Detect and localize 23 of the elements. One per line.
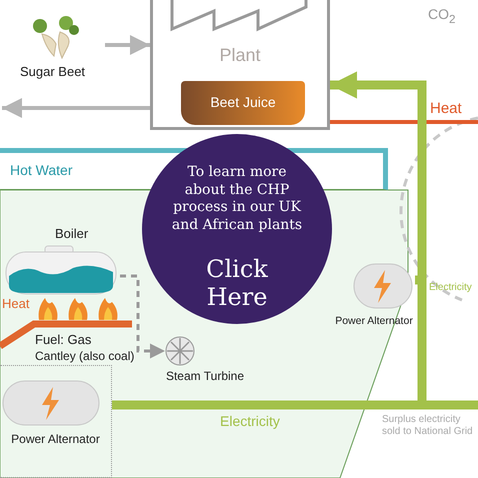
label-text: Fuel: Gas — [35, 332, 92, 348]
call-to-action-text: Click Here — [205, 256, 269, 312]
dotted-frame — [0, 365, 112, 478]
label-text: Surplus electricity sold to National Grid — [382, 414, 474, 438]
juice-pot — [181, 81, 305, 125]
arrow — [105, 35, 150, 55]
node-label: Steam Turbine — [165, 369, 245, 383]
label-text: Electricity — [220, 413, 280, 430]
node-label: Sugar Beet — [20, 64, 86, 79]
plant-building — [150, 0, 330, 130]
label-text: Cantley (also coal) — [35, 349, 134, 364]
promo-text: To learn more about the CHP process in our UK and African plants — [170, 164, 304, 234]
node-label: Beet Juice — [209, 94, 277, 110]
label-text: Heat — [2, 296, 30, 312]
node-label: Power Alternator — [10, 432, 101, 446]
label-text: CO$_{2}$ — [428, 6, 456, 27]
dashed-arrow — [120, 274, 165, 358]
arrow — [2, 98, 150, 118]
node-label: Plant — [218, 45, 262, 66]
connector-line — [330, 120, 478, 124]
label-text: Electricity — [429, 282, 472, 294]
node-label: Boiler — [55, 226, 88, 241]
node-label: Hot Water — [10, 162, 72, 178]
